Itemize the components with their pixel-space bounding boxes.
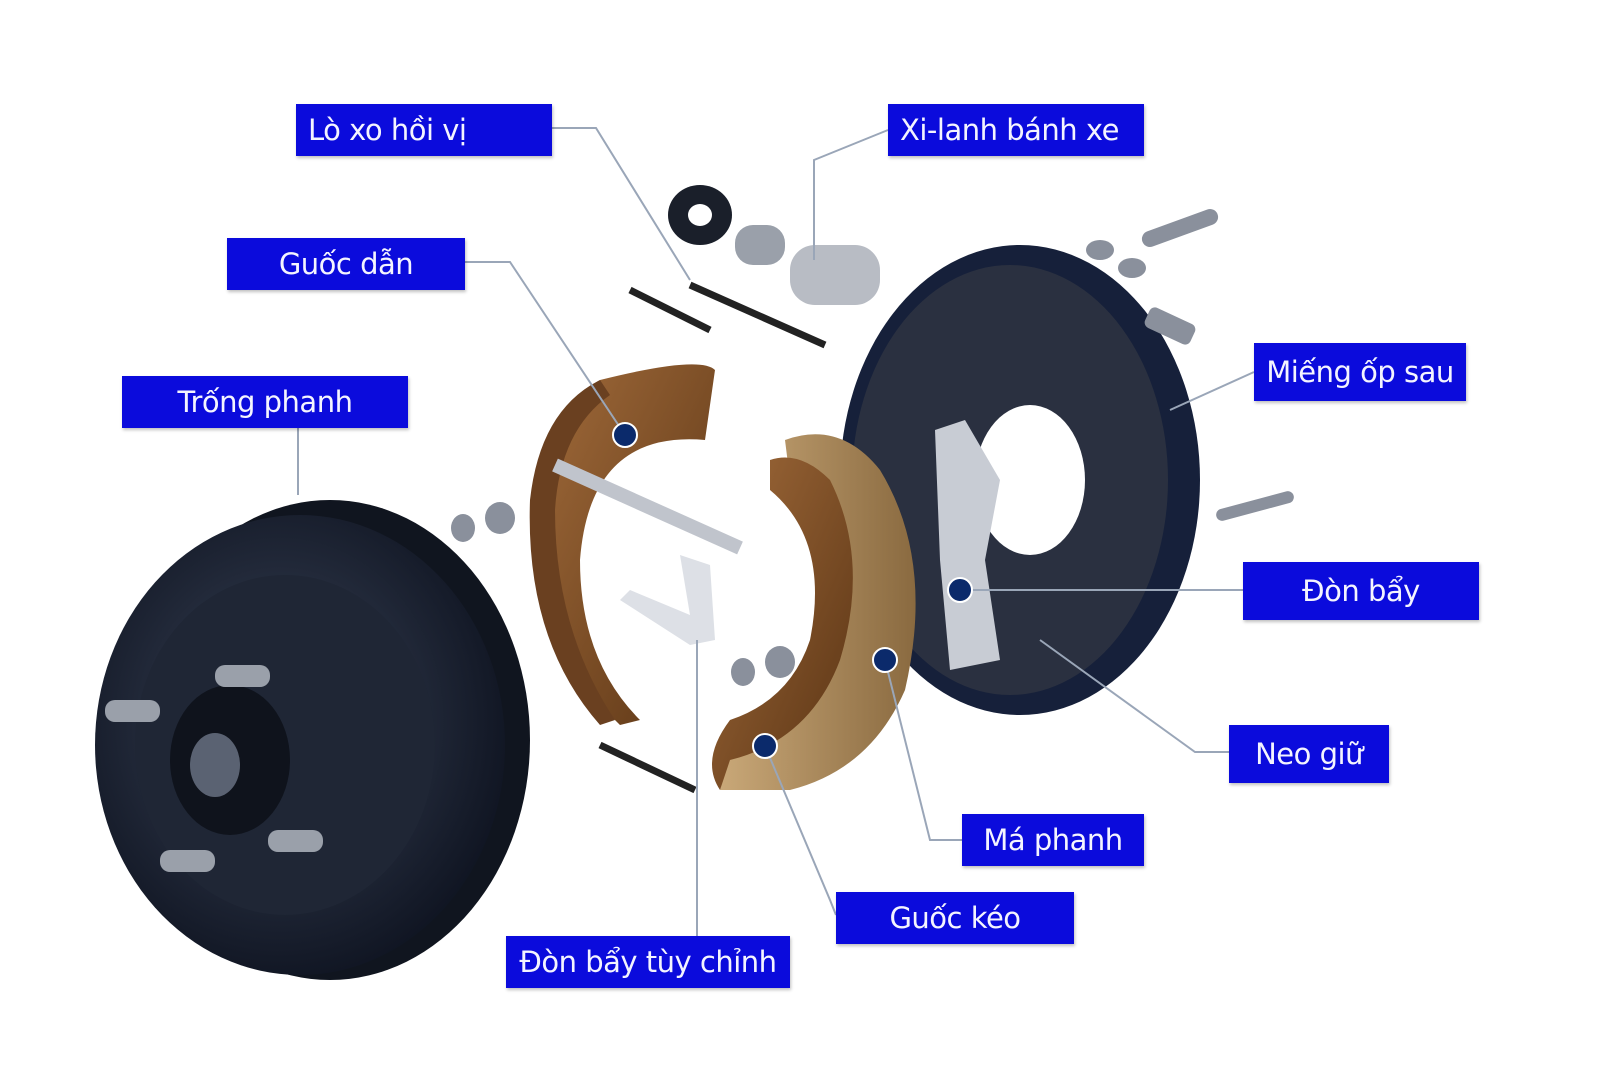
adjuster-rod <box>552 458 743 555</box>
label-trailing-shoe: Guốc kéo <box>836 892 1074 944</box>
label-lever: Đòn bẩy <box>1243 562 1479 620</box>
small-parts <box>451 209 1294 686</box>
label-return-spring: Lò xo hồi vị <box>296 104 552 156</box>
marker-dots <box>612 422 973 759</box>
wheel-cylinder-part <box>668 185 880 305</box>
label-leading-shoe: Guốc dẫn <box>227 238 465 290</box>
label-brake-drum: Trống phanh <box>122 376 408 428</box>
label-adjuster-lever: Đòn bẩy tùy chỉnh <box>506 936 790 988</box>
label-backing-plate: Miếng ốp sau <box>1254 343 1466 401</box>
label-anchor: Neo giữ <box>1229 725 1389 783</box>
leader-lines <box>297 127 1255 936</box>
label-brake-lining: Má phanh <box>962 814 1144 866</box>
springs <box>598 281 827 794</box>
lever-part <box>935 420 1000 670</box>
backing-plate <box>840 245 1200 715</box>
trailing-shoe-part <box>712 434 916 790</box>
adjuster-lever-part <box>620 555 715 645</box>
label-wheel-cylinder: Xi-lanh bánh xe <box>888 104 1144 156</box>
brake-drum-part <box>95 500 530 980</box>
leading-shoe-part <box>529 364 715 725</box>
